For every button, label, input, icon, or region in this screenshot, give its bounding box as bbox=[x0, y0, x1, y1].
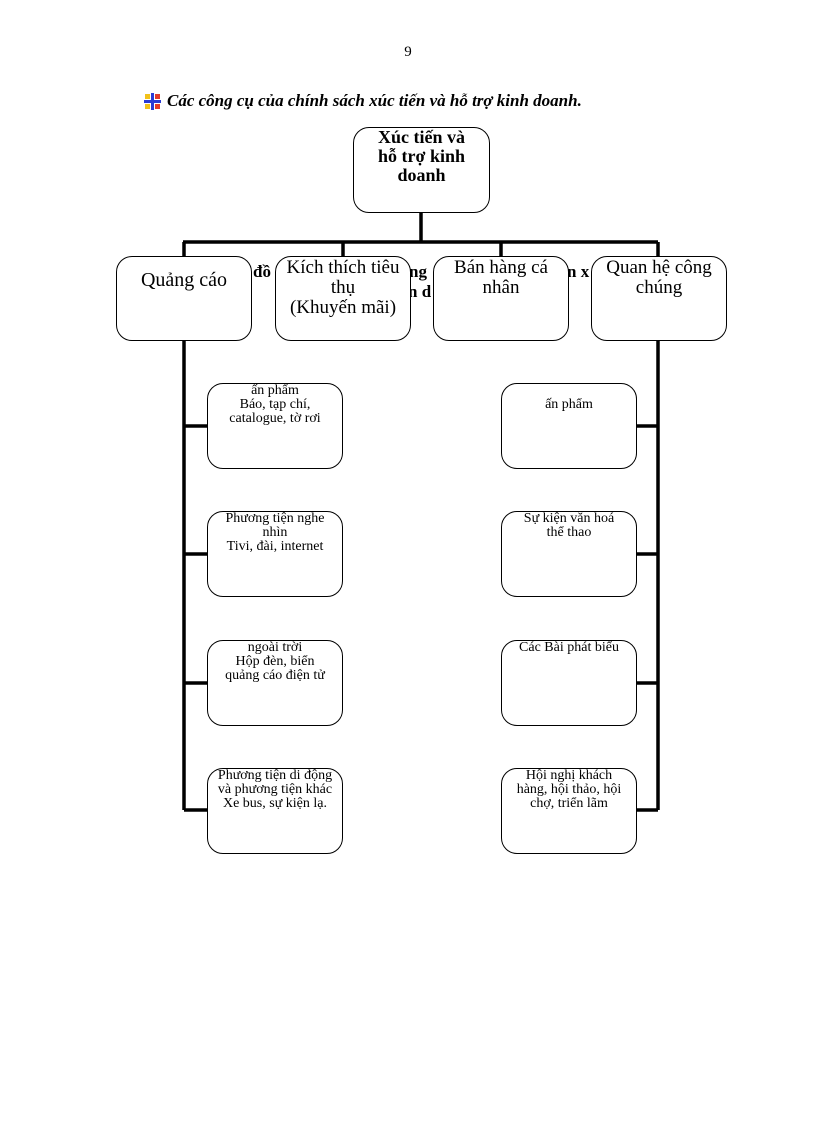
plus-cross-bullet-icon bbox=[144, 92, 161, 110]
page-number: 9 bbox=[404, 44, 412, 60]
leaf-line: ấn phẩm bbox=[545, 397, 593, 412]
branch-line: thụ bbox=[330, 277, 356, 298]
leaf-line: Hội nghị khách bbox=[525, 768, 613, 783]
branch-line: Bán hàng cá bbox=[454, 257, 548, 278]
leaf-line: ấn phẩm bbox=[251, 383, 299, 398]
branch-line: Kích thích tiêu bbox=[286, 257, 400, 278]
leaf-line: nhìn bbox=[262, 525, 288, 540]
leaf-node-print: ấn phẩm Báo, tạp chí, catalogue, tờ rơi bbox=[207, 383, 343, 469]
branch-line: Quan hệ công bbox=[606, 257, 712, 278]
branch-node-quan-he: Quan hệ công chúng bbox=[591, 256, 727, 341]
branch-line: Quảng cáo bbox=[140, 269, 228, 291]
root-node: Xúc tiến và hỗ trợ kinh doanh bbox=[353, 127, 490, 213]
root-line: Xúc tiến và bbox=[378, 127, 465, 147]
branch-line: chúng bbox=[635, 277, 683, 298]
root-line: doanh bbox=[397, 165, 446, 185]
leaf-line: chợ, triển lãm bbox=[530, 796, 608, 811]
leaf-node-mobile: Phương tiện di động và phương tiện khác … bbox=[207, 768, 343, 854]
leaf-line: Xe bus, sự kiện lạ. bbox=[222, 796, 327, 811]
hidden-text-fragment: ng bbox=[409, 262, 427, 281]
branch-line: (Khuyến mãi) bbox=[289, 297, 397, 318]
heading-text: Các công cụ của chính sách xúc tiến và h… bbox=[167, 91, 582, 110]
leaf-node-events: Sự kiện văn hoá thể thao bbox=[501, 511, 637, 597]
hidden-text-fragment: đồ bbox=[253, 262, 271, 281]
leaf-line: ngoài trời bbox=[247, 640, 303, 655]
leaf-line: Tivi, đài, internet bbox=[226, 539, 324, 554]
leaf-line: Các Bài phát biểu bbox=[519, 640, 619, 655]
leaf-line: Phương tiện di động bbox=[217, 768, 333, 783]
leaf-line: hàng, hội thảo, hội bbox=[516, 782, 622, 797]
root-line: hỗ trợ kinh bbox=[378, 146, 465, 166]
leaf-line: Hộp đèn, biển bbox=[235, 654, 315, 669]
section-heading: Các công cụ của chính sách xúc tiến và h… bbox=[144, 91, 582, 111]
leaf-line: Báo, tạp chí, bbox=[239, 397, 311, 412]
leaf-node-conferences: Hội nghị khách hàng, hội thảo, hội chợ, … bbox=[501, 768, 637, 854]
hidden-text-fragment: n x bbox=[567, 262, 590, 281]
leaf-node-speeches: Các Bài phát biểu bbox=[501, 640, 637, 726]
leaf-node-outdoor: ngoài trời Hộp đèn, biển quảng cáo điện … bbox=[207, 640, 343, 726]
leaf-node-pr-print: ấn phẩm bbox=[501, 383, 637, 469]
branch-node-ban-hang: Bán hàng cá nhân bbox=[433, 256, 569, 341]
hidden-text-fragment: n d bbox=[408, 282, 432, 301]
leaf-line: Phương tiện nghe bbox=[225, 511, 325, 526]
leaf-line: và phương tiện khác bbox=[217, 782, 333, 797]
branch-node-quang-cao: Quảng cáo bbox=[116, 256, 252, 341]
leaf-line: thể thao bbox=[546, 525, 592, 540]
leaf-line: quảng cáo điện tử bbox=[225, 668, 325, 683]
leaf-line: catalogue, tờ rơi bbox=[229, 411, 321, 426]
branch-line: nhân bbox=[482, 277, 520, 298]
leaf-line: Sự kiện văn hoá bbox=[523, 511, 615, 526]
leaf-node-audiovisual: Phương tiện nghe nhìn Tivi, đài, interne… bbox=[207, 511, 343, 597]
branch-node-kich-thich: Kích thích tiêu thụ (Khuyến mãi) bbox=[275, 256, 411, 341]
